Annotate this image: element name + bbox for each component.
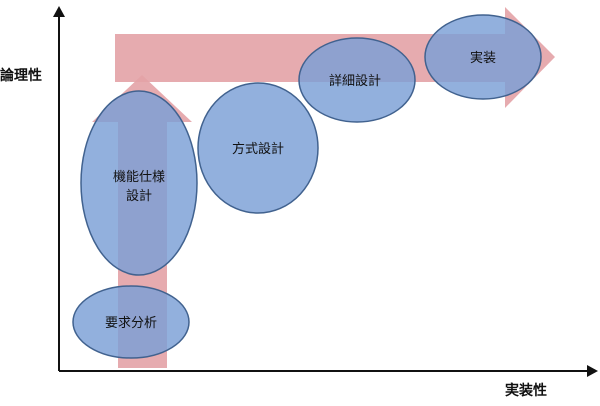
x-axis-arrowhead bbox=[587, 365, 598, 377]
node-method-label: 方式設計 bbox=[232, 141, 284, 157]
node-functional bbox=[80, 90, 198, 276]
y-axis-label: 論理性 bbox=[0, 67, 42, 84]
node-implementation bbox=[424, 14, 542, 100]
node-requirements-label: 要求分析 bbox=[105, 316, 157, 331]
x-axis-label: 実装性 bbox=[505, 382, 547, 399]
node-method bbox=[197, 82, 319, 214]
node-functional-label-line2: 設計 bbox=[126, 188, 152, 204]
y-axis-arrowhead bbox=[53, 6, 65, 17]
node-detailed-label: 詳細設計 bbox=[329, 73, 381, 89]
node-detailed bbox=[298, 37, 416, 123]
node-requirements bbox=[72, 285, 190, 359]
node-implementation-label: 実装 bbox=[470, 50, 496, 66]
axes bbox=[53, 6, 598, 377]
node-functional-label-line1: 機能仕様 bbox=[113, 170, 165, 185]
